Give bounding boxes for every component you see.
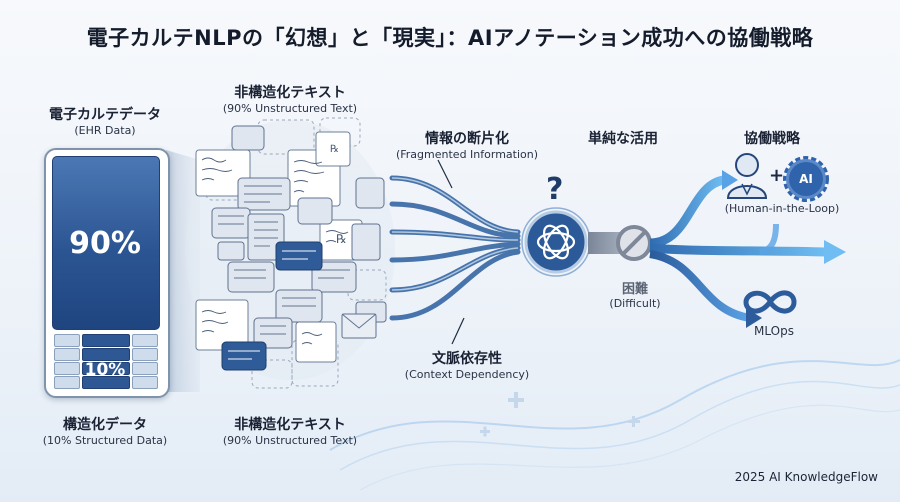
- structured-share-value: 10%: [84, 360, 126, 380]
- structured-cell: [132, 334, 158, 347]
- doctor-icon: [726, 153, 768, 199]
- svg-text:℞: ℞: [330, 144, 339, 155]
- flow-curves: [389, 175, 521, 321]
- difficult-label: 困難 (Difficult): [609, 282, 661, 310]
- arrow-mlops: [649, 250, 751, 322]
- mlops-label: MLOps: [754, 324, 794, 338]
- unstructured-top-label: 非構造化テキスト (90% Unstructured Text): [222, 85, 358, 115]
- callout-line: [451, 317, 465, 345]
- structured-cell: [132, 376, 158, 389]
- context-label: 文脈依存性 (Context Dependency): [404, 351, 530, 381]
- ai-badge-icon: AI: [789, 162, 823, 196]
- prohibited-icon: [616, 225, 652, 261]
- wave-decoration: [329, 359, 900, 491]
- structured-cell: [82, 362, 130, 375]
- structured-cell: [132, 348, 158, 361]
- unstructured-share-block: [52, 156, 160, 330]
- unstructured-share-value: 90%: [69, 226, 141, 261]
- infinity-icon: [743, 290, 797, 314]
- simple-use-label: 単純な活用: [588, 131, 658, 147]
- structured-cell: [54, 376, 80, 389]
- gear-icon: [783, 156, 829, 202]
- ai-brain-icon: [521, 207, 591, 277]
- structured-cell: [82, 376, 130, 389]
- plus-decoration-icon: [480, 392, 640, 437]
- structured-cell: [82, 334, 130, 347]
- structured-label: 構造化データ (10% Structured Data): [42, 417, 168, 447]
- structured-cell: [132, 362, 158, 375]
- page-title: 電子カルテNLPの「幻想」と「現実」：AIアノテーション成功への協働戦略: [86, 26, 814, 50]
- structured-cell: [82, 348, 130, 361]
- callout-line: [437, 159, 453, 189]
- ehr-label: 電子カルテデータ (EHR Data): [49, 107, 161, 137]
- envelope-icon: [341, 313, 377, 339]
- structured-cell: [54, 348, 80, 361]
- hitl-label: (Human-in-the-Loop): [724, 202, 840, 215]
- structured-cell: [54, 362, 80, 375]
- arrow-main: [649, 243, 827, 257]
- arrow-hitl: [649, 175, 726, 248]
- unstructured-bottom-label: 非構造化テキスト (90% Unstructured Text): [222, 417, 358, 447]
- fragmented-label: 情報の断片化 (Fragmented Information): [395, 131, 539, 161]
- structured-cell: [54, 334, 80, 347]
- question-mark: ?: [546, 172, 564, 207]
- svg-text:℞: ℞: [336, 232, 347, 246]
- collab-label: 協働戦略: [744, 131, 800, 147]
- document-cluster: ℞ ℞: [185, 117, 395, 389]
- plus-sign: +: [769, 165, 785, 186]
- credit-text: 2025 AI KnowledgeFlow: [734, 470, 878, 484]
